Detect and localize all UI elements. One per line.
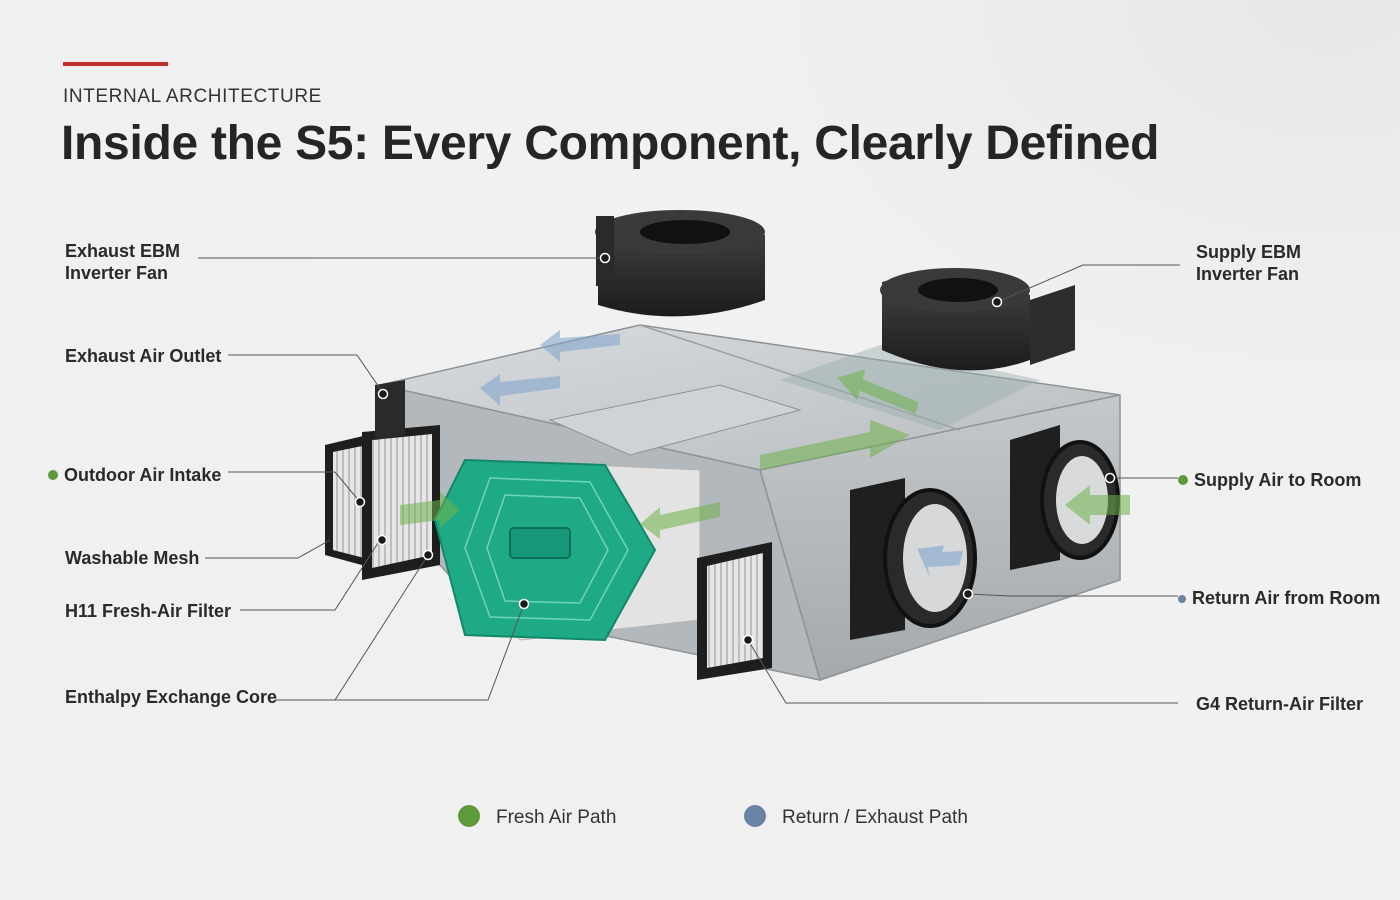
exhaust-fan xyxy=(595,210,765,317)
label-return-air: Return Air from Room xyxy=(1178,587,1380,609)
g4-filter-panel xyxy=(697,542,772,680)
callout-anchor-points xyxy=(354,252,1116,646)
label-exhaust-outlet: Exhaust Air Outlet xyxy=(65,346,222,366)
label-exhaust-fan-line1: Exhaust EBM xyxy=(65,241,181,261)
label-outdoor-intake: Outdoor Air Intake xyxy=(48,464,221,486)
page-title: Inside the S5: Every Component, Clearly … xyxy=(61,117,1160,170)
legend-return: Return / Exhaust Path xyxy=(744,805,968,829)
label-supply-air: Supply Air to Room xyxy=(1178,469,1361,491)
label-h11-filter: H11 Fresh-Air Filter xyxy=(65,601,232,621)
return-air-dot-icon xyxy=(744,805,766,827)
exhaust-air-arrows xyxy=(480,330,964,579)
label-supply-fan: Supply EBM Inverter Fan xyxy=(1196,241,1301,285)
return-air-dot-icon xyxy=(1178,595,1186,603)
label-exhaust-fan-line2: Inverter Fan xyxy=(65,263,169,283)
callout-leader-lines xyxy=(198,257,1180,704)
enthalpy-core xyxy=(433,458,701,642)
section-eyebrow: INTERNAL ARCHITECTURE xyxy=(63,86,322,107)
fresh-air-dot-icon xyxy=(48,470,58,480)
label-outdoor-intake-text: Outdoor Air Intake xyxy=(64,465,222,485)
accent-bar xyxy=(63,62,168,66)
legend-fresh: Fresh Air Path xyxy=(458,805,616,829)
label-enthalpy-core: Enthalpy Exchange Core xyxy=(65,687,278,707)
label-supply-fan-line1: Supply EBM xyxy=(1196,242,1302,262)
fresh-air-arrows xyxy=(400,369,1130,539)
label-g4-filter: G4 Return-Air Filter xyxy=(1196,694,1364,714)
supply-fan xyxy=(880,268,1075,371)
legend-return-text: Return / Exhaust Path xyxy=(782,807,968,828)
fresh-air-dot-icon xyxy=(1178,475,1188,485)
label-exhaust-fan: Exhaust EBM Inverter Fan xyxy=(65,240,180,284)
label-supply-air-text: Supply Air to Room xyxy=(1194,470,1362,490)
label-supply-fan-line2: Inverter Fan xyxy=(1196,264,1300,284)
fresh-air-dot-icon xyxy=(458,805,480,827)
label-return-air-text: Return Air from Room xyxy=(1192,588,1381,608)
label-washable-mesh: Washable Mesh xyxy=(65,548,200,568)
legend-fresh-text: Fresh Air Path xyxy=(496,807,617,828)
exhaust-outlet-box xyxy=(375,380,405,440)
